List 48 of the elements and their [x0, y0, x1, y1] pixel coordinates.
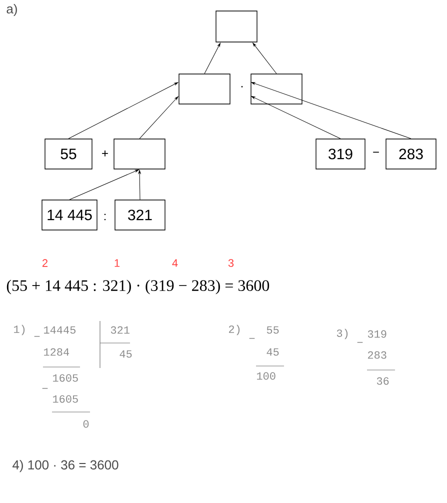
caption-text: a) — [6, 4, 17, 16]
order-number: 3 — [228, 259, 234, 267]
empty-box — [114, 138, 166, 170]
calculation-number: 100 — [257, 372, 276, 380]
operator-sign: : — [104, 214, 106, 220]
arrow — [139, 96, 178, 139]
empty-box — [250, 74, 302, 104]
number-box: 14 445 — [42, 200, 98, 230]
arrow — [252, 42, 277, 74]
arrow — [204, 42, 220, 74]
arrow — [138, 170, 141, 200]
arrow — [68, 82, 178, 139]
order-number: 2 — [42, 259, 48, 267]
calculation-number: 1284 — [44, 348, 70, 356]
calculation-number: 1) — [14, 324, 25, 336]
calculation-number: − — [357, 342, 363, 343]
calculation-number: − — [34, 336, 40, 337]
number-box: 283 — [386, 138, 436, 170]
calculation-number: 14445 — [44, 326, 76, 334]
calculation-number: 1605 — [53, 374, 78, 382]
caption-text: 4) 100 · 36 = 3600 — [12, 460, 118, 472]
arrow — [251, 96, 341, 139]
empty-box — [178, 74, 230, 104]
calculation-number: 45 — [266, 348, 279, 356]
calculation-number: − — [249, 338, 255, 339]
number-box: 321 — [114, 200, 166, 230]
operator-sign: · — [241, 86, 243, 88]
calculation-number: 3) — [336, 328, 348, 340]
calculation-number: 321 — [110, 326, 130, 334]
operator-sign: − — [373, 152, 379, 153]
calculation-number: 319 — [368, 330, 386, 338]
calculation-number: − — [42, 388, 48, 389]
calculation-number: 2) — [228, 324, 240, 336]
arrow — [251, 82, 412, 139]
order-number: 1 — [114, 259, 120, 267]
calculation-number: 0 — [83, 420, 89, 428]
calculation-number: 55 — [266, 326, 279, 334]
arrow — [69, 169, 139, 200]
number-box: 319 — [316, 138, 366, 170]
operator-sign: + — [102, 150, 108, 156]
number-box: 55 — [44, 138, 92, 170]
calculation-number: 45 — [120, 350, 132, 358]
order-number: 4 — [172, 259, 178, 267]
calculation-number: 36 — [376, 377, 389, 385]
equation: (55 + 14 445 : 321) · (319 − 283) = 3600 — [6, 280, 270, 294]
calculation-number: 283 — [368, 351, 386, 359]
calculation-number: 1605 — [53, 395, 78, 403]
empty-box — [216, 10, 258, 42]
